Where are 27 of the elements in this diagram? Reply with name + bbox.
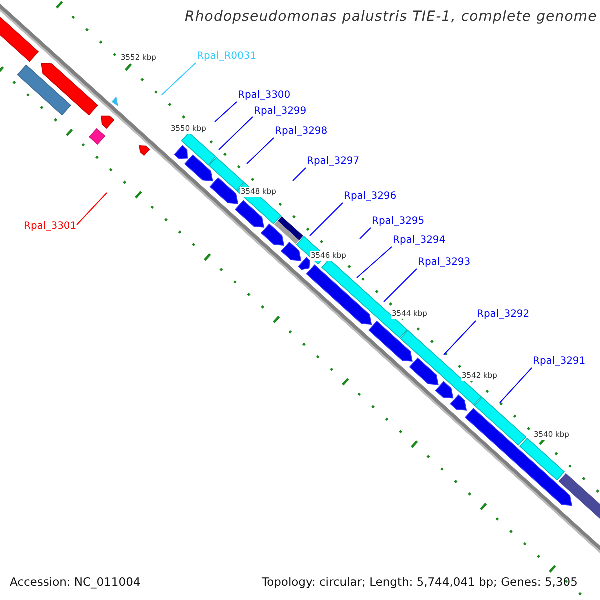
leader-line (356, 246, 392, 278)
leader-line (214, 102, 238, 122)
leader-line (360, 228, 372, 240)
leader-line (292, 168, 306, 182)
gene-label: Rpal_3292 (477, 310, 530, 320)
gene-label: Rpal_3294 (393, 236, 446, 246)
leader-line (218, 116, 254, 150)
gene-label: Rpal_3298 (275, 127, 328, 137)
gene-label: Rpal_3301 (24, 222, 77, 232)
gene-label: Rpal_3291 (533, 357, 586, 367)
accession-text: Accession: NC_011004 (10, 577, 141, 588)
genome-info-text: Topology: circular; Length: 5,744,041 bp; Genes: 5,305 (262, 577, 578, 588)
gene-label: Rpal_3293 (418, 258, 471, 268)
diagram-title: Rhodopseudomonas palustris TIE-1, complete genome (185, 10, 598, 24)
gene-label: Rpal_3296 (344, 192, 397, 202)
leader-line (384, 268, 418, 302)
leader-line (500, 368, 532, 404)
gene-label: Rpal_R0031 (197, 52, 257, 62)
leader-line (162, 62, 196, 96)
gene-label: Rpal_3299 (254, 107, 307, 117)
leader-line (246, 138, 274, 164)
gene-label: Rpal_3295 (372, 217, 425, 227)
leader-line (76, 192, 108, 226)
gene-label: Rpal_3300 (238, 91, 291, 101)
leader-line (310, 202, 344, 236)
leader-line (444, 320, 476, 356)
gene-label: Rpal_3297 (307, 157, 360, 167)
